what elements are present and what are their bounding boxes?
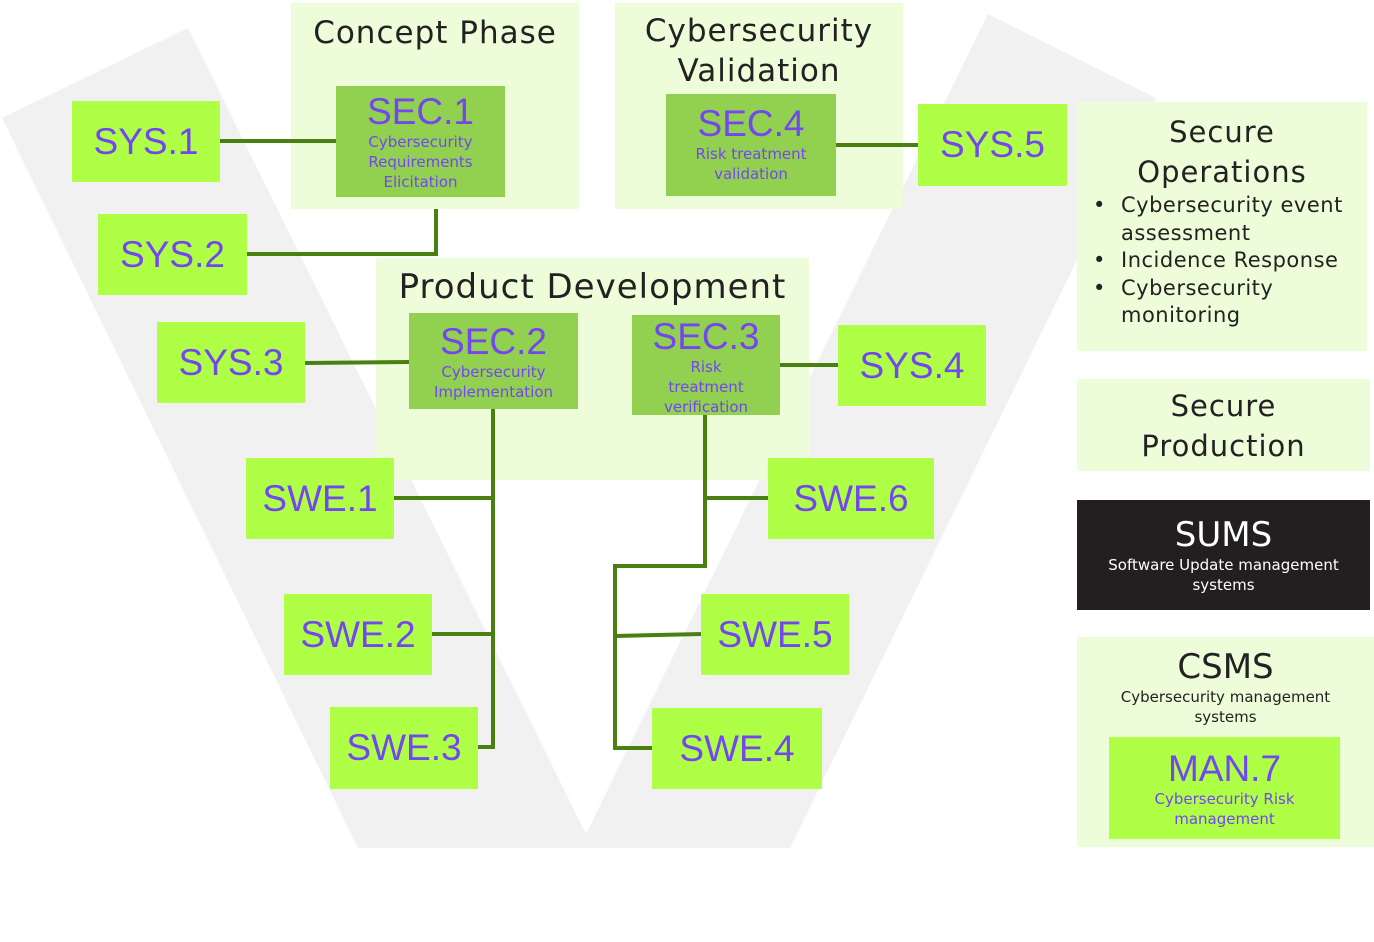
- development-phase-title: Product Development: [398, 267, 787, 307]
- list-item: Incidence Response: [1093, 247, 1367, 275]
- sec2-desc-line1: Cybersecurity: [441, 363, 546, 381]
- csms-desc-line1: Cybersecurity management: [1120, 688, 1331, 706]
- sys4-node[interactable]: SYS.4: [838, 325, 986, 406]
- sec2-code: SEC.2: [440, 321, 547, 362]
- swe2-node[interactable]: SWE.2: [284, 594, 432, 675]
- secure-operations-title-line2: Operations: [1137, 155, 1307, 189]
- csms-desc-line2: systems: [1194, 708, 1257, 726]
- sec3-desc-line3: verification: [663, 398, 749, 416]
- swe4-node[interactable]: SWE.4: [652, 708, 822, 789]
- swe6-node[interactable]: SWE.6: [768, 458, 934, 539]
- sec4-code: SEC.4: [697, 103, 805, 144]
- sec3-code: SEC.3: [652, 316, 760, 357]
- sec2-desc-line2: Implementation: [433, 383, 554, 401]
- sums-desc-line1: Software Update management: [1108, 556, 1339, 574]
- sums-panel: SUMS Software Update management systems: [1077, 500, 1370, 610]
- connector-sys3-sec2: [304, 360, 410, 365]
- sec1-node[interactable]: SEC.1 Cybersecurity Requirements Elicita…: [336, 86, 505, 197]
- secure-operations-title-line1: Secure: [1169, 115, 1275, 149]
- man7-desc-line1: Cybersecurity Risk: [1154, 790, 1295, 808]
- man7-node[interactable]: MAN.7 Cybersecurity Risk management: [1109, 737, 1340, 839]
- connector-sec3-trunk: [613, 415, 707, 750]
- swe5-node[interactable]: SWE.5: [701, 594, 849, 675]
- secure-production-title-line1: Secure: [1170, 389, 1277, 423]
- secure-production-panel: Secure Production: [1077, 379, 1370, 471]
- sec4-desc-line1: Risk treatment: [695, 145, 807, 163]
- connector-sys2-sec1: [247, 209, 438, 256]
- list-item: Cybersecurity monitoring: [1093, 275, 1367, 330]
- connector-swe5: [614, 632, 703, 638]
- swe3-node[interactable]: SWE.3: [330, 707, 478, 789]
- secure-operations-list: Cybersecurity event assessment Incidence…: [1077, 192, 1367, 330]
- secure-operations-panel: Secure Operations Cybersecurity event as…: [1077, 102, 1367, 351]
- secure-production-title-line2: Production: [1141, 429, 1306, 463]
- sec4-node[interactable]: SEC.4 Risk treatment validation: [666, 94, 836, 196]
- sys2-node[interactable]: SYS.2: [98, 214, 247, 295]
- concept-phase-title: Concept Phase: [313, 15, 557, 51]
- sec1-code: SEC.1: [367, 91, 474, 132]
- sums-title: SUMS: [1174, 515, 1273, 555]
- validation-phase-title-line1: Cybersecurity: [644, 13, 874, 49]
- sums-desc-line2: systems: [1192, 576, 1255, 594]
- sec3-node[interactable]: SEC.3 Risk treatment verification: [632, 315, 780, 416]
- man7-code: MAN.7: [1167, 748, 1282, 789]
- sys1-node[interactable]: SYS.1: [72, 101, 220, 182]
- sys3-node[interactable]: SYS.3: [157, 322, 305, 403]
- sec1-desc-line2: Requirements: [368, 153, 473, 171]
- sec3-desc-line1: Risk: [690, 358, 722, 376]
- swe1-node[interactable]: SWE.1: [246, 458, 394, 539]
- sec4-desc-line2: validation: [714, 165, 788, 183]
- sec1-desc-line3: Elicitation: [383, 173, 458, 191]
- sys5-node[interactable]: SYS.5: [918, 104, 1067, 186]
- man7-desc-line2: management: [1174, 810, 1275, 828]
- sec1-desc-line1: Cybersecurity: [368, 133, 473, 151]
- sec2-node[interactable]: SEC.2 Cybersecurity Implementation: [409, 313, 578, 409]
- sec3-desc-line2: treatment: [668, 378, 744, 396]
- validation-phase-title-line2: Validation: [677, 53, 841, 89]
- csms-title: CSMS: [1177, 647, 1274, 687]
- connector-sec2-trunk: [478, 409, 495, 749]
- list-item: Cybersecurity event assessment: [1093, 192, 1367, 247]
